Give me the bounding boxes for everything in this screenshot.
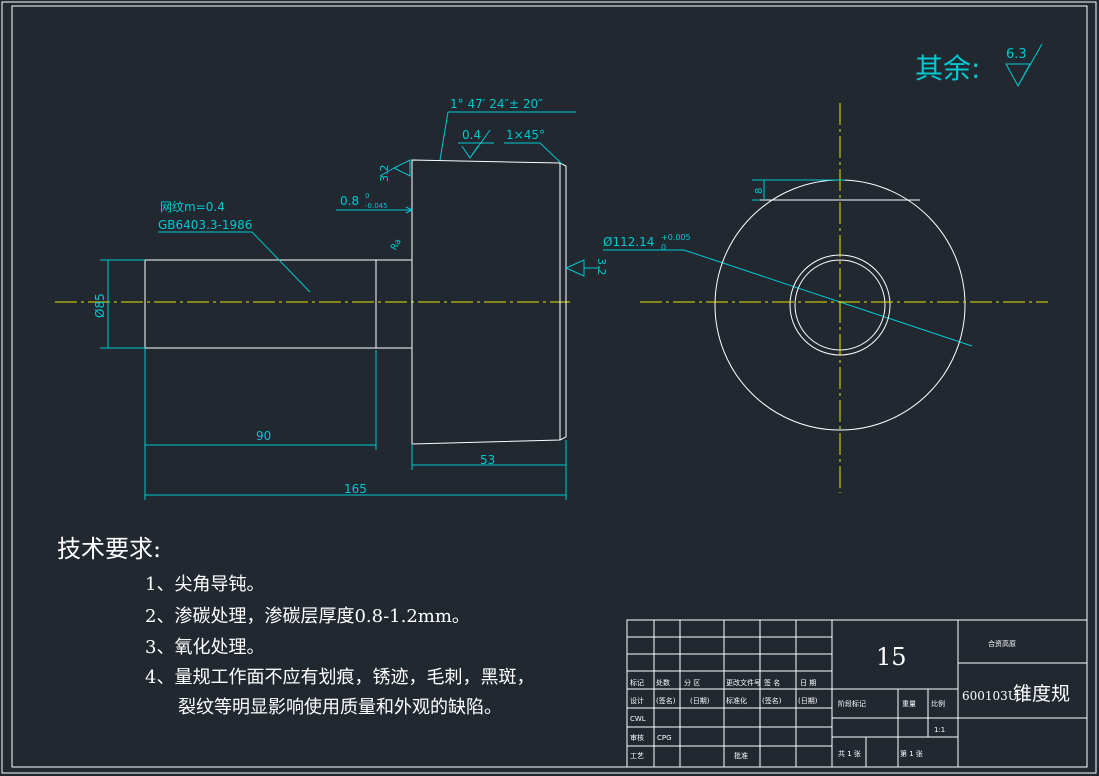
knurl-callout: 网纹m=0.4 GB6403.3-1986 <box>158 200 311 293</box>
chamfer-text: 1×45° <box>506 128 545 142</box>
part-name: 锥度规 <box>1013 683 1070 705</box>
svg-text:第 1 张: 第 1 张 <box>900 749 923 758</box>
default-roughness-note: 其余: 6.3 <box>915 43 1043 88</box>
svg-text:阶段标记: 阶段标记 <box>838 699 866 708</box>
svg-text:(日期): (日期) <box>798 697 818 705</box>
svg-text:1:1: 1:1 <box>934 726 945 734</box>
svg-text:处数: 处数 <box>656 678 670 687</box>
dim-165-text: 165 <box>344 482 367 496</box>
note-prefix: 其余: <box>915 52 980 85</box>
knurl-std: GB6403.3-1986 <box>158 218 252 232</box>
knurled-handle <box>144 259 377 349</box>
taper-callout: 1° 47′ 24″± 20″ 0.4 1×45° <box>439 97 576 165</box>
neck <box>376 259 412 349</box>
tech-requirements: 技术要求: 1、尖角导钝。 2、渗碳处理，渗碳层厚度0.8-1.2mm。 3、氧… <box>57 535 534 718</box>
svg-text:(签名): (签名) <box>656 696 676 705</box>
svg-text:-0.045: -0.045 <box>365 202 388 210</box>
title-block: 标记 处数 分 区 更改文件号 签 名 日 期 设计 (签名) (日期) 标准化… <box>626 619 1088 768</box>
svg-text:审核: 审核 <box>630 733 644 742</box>
svg-text:日 期: 日 期 <box>800 679 816 687</box>
tech-item: 1、尖角导钝。 <box>145 574 264 595</box>
note-roughness: 6.3 <box>1006 47 1027 62</box>
drawing-frame <box>11 5 1088 768</box>
end-view: 8 <box>640 103 1048 493</box>
tech-item: 2、渗碳处理，渗碳层厚度0.8-1.2mm。 <box>145 606 470 627</box>
svg-text:0: 0 <box>365 192 369 200</box>
sheet-code: 15 <box>876 643 907 671</box>
svg-text:0: 0 <box>661 243 666 252</box>
svg-text:8: 8 <box>754 188 765 194</box>
svg-text:工艺: 工艺 <box>630 752 644 760</box>
svg-text:CPG: CPG <box>657 734 672 742</box>
knurl-spec: 网纹m=0.4 <box>160 200 225 214</box>
svg-text:标记: 标记 <box>630 678 644 687</box>
tech-item: 裂纹等明显影响使用质量和外观的缺陷。 <box>178 697 502 718</box>
svg-text:批准: 批准 <box>734 751 748 760</box>
svg-text:共 1 张: 共 1 张 <box>838 749 861 758</box>
dim-90-text: 90 <box>256 429 271 443</box>
roughness-left-face: 3.2 <box>378 159 411 182</box>
svg-text:更改文件号: 更改文件号 <box>726 678 761 687</box>
svg-text:0.8: 0.8 <box>340 194 359 208</box>
dim-step: 0.8 0 -0.045 <box>336 192 414 214</box>
svg-text:重量: 重量 <box>902 700 916 708</box>
company: 合资高原 <box>988 639 1016 648</box>
dim-handle-text: Ø85 <box>93 293 107 318</box>
svg-text:分 区: 分 区 <box>684 678 700 687</box>
dim-length-90: 90 <box>144 348 377 450</box>
part-code: 600103U <box>962 689 1018 703</box>
roughness-right-face: 3.2 <box>564 258 608 277</box>
svg-text:签 名: 签 名 <box>764 678 780 687</box>
svg-text:(日期): (日期) <box>690 697 710 705</box>
svg-text:+0.005: +0.005 <box>661 233 691 242</box>
svg-text:标准化: 标准化 <box>726 696 747 705</box>
small-roughness-mark: Ra <box>389 237 403 252</box>
svg-text:Ø112.14: Ø112.14 <box>603 235 654 249</box>
dim-diameter-handle: Ø85 <box>93 259 145 349</box>
tech-item: 4、量规工作面不应有划痕，锈迹，毛刺，黑斑， <box>145 667 534 688</box>
svg-text:比例: 比例 <box>931 699 945 708</box>
dim-diameter-main: Ø112.14 +0.005 0 <box>603 233 973 347</box>
svg-text:设计: 设计 <box>630 696 644 705</box>
svg-text:3.2: 3.2 <box>595 258 608 276</box>
dim-length-165: 165 <box>144 450 567 500</box>
roughness-symbol-icon <box>1005 43 1043 88</box>
svg-text:CWL: CWL <box>630 715 646 723</box>
dim-length-53: 53 <box>411 440 567 470</box>
dim-53-text: 53 <box>480 453 495 467</box>
tech-item: 3、氧化处理。 <box>145 637 264 658</box>
ra-04-text: 0.4 <box>462 128 481 142</box>
taper-angle-text: 1° 47′ 24″± 20″ <box>450 97 543 111</box>
svg-text:(签名): (签名) <box>762 696 782 705</box>
tech-title: 技术要求: <box>57 535 161 563</box>
